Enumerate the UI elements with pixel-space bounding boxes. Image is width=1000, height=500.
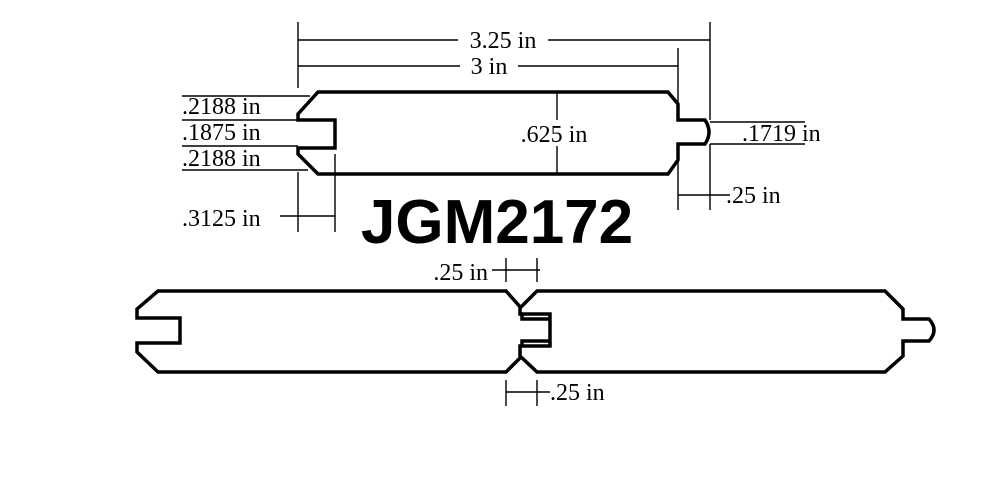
face-width-label: 3 in	[471, 54, 508, 80]
product-code-title: JGM2172	[361, 188, 633, 257]
tongue-width-label: .1719 in	[742, 121, 821, 147]
overall-width-label: 3.25 in	[470, 28, 537, 54]
groove-upper-lip-label: .2188 in	[182, 94, 261, 120]
vgroove-top-label: .25 in	[433, 260, 488, 286]
groove-lower-lip-label: .2188 in	[182, 146, 261, 172]
single-board-profile	[296, 90, 711, 176]
left-joined-board	[135, 289, 560, 374]
thickness-label: .625 in	[521, 122, 588, 148]
groove-depth-label: .3125 in	[182, 206, 261, 232]
groove-width-label: .1875 in	[182, 120, 261, 146]
vgroove-bottom-label: .25 in	[550, 380, 605, 406]
right-joined-board	[518, 289, 936, 374]
tongue-length-label: .25 in	[726, 183, 781, 209]
